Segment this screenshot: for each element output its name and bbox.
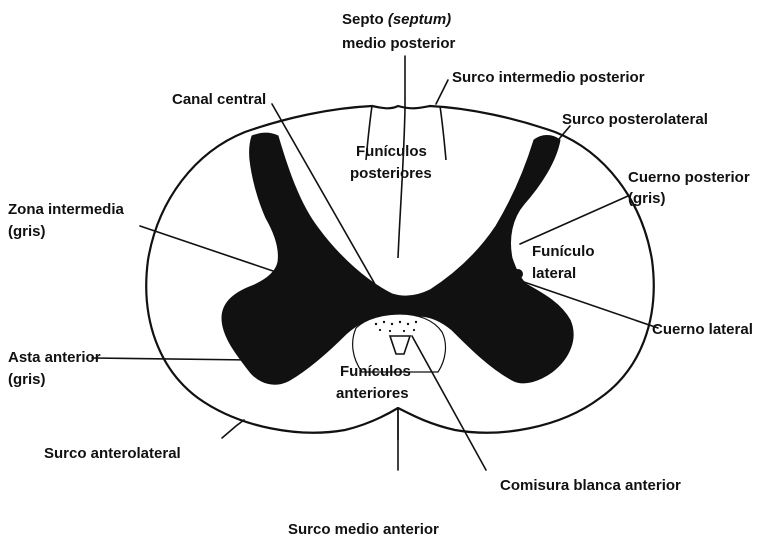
label-septo-line2: medio posterior: [342, 35, 456, 52]
leader-surco-anterolateral: [222, 420, 244, 438]
label-canal-central: Canal central: [172, 91, 266, 108]
label-funiculo-lateral-2: lateral: [532, 265, 576, 282]
label-funiculos-anteriores-1: Funículos: [340, 363, 411, 380]
label-cuerno-lateral: Cuerno lateral: [652, 321, 753, 338]
label-funiculos-posteriores-1: Funículos: [356, 143, 427, 160]
label-surco-posterolateral: Surco posterolateral: [562, 111, 708, 128]
label-zona-intermedia-2: (gris): [8, 223, 46, 240]
label-asta-anterior-1: Asta anterior: [8, 349, 101, 366]
label-cuerno-posterior-1: Cuerno posterior: [628, 169, 750, 186]
label-septo-line1: Septo (septum): [342, 11, 451, 28]
label-zona-intermedia-1: Zona intermedia: [8, 201, 125, 218]
label-funiculos-anteriores-2: anteriores: [336, 385, 409, 402]
label-surco-medio-anterior: Surco medio anterior: [288, 521, 439, 538]
label-funiculos-posteriores-2: posteriores: [350, 165, 432, 182]
label-comisura-blanca-anterior: Comisura blanca anterior: [500, 477, 681, 494]
leader-surco-intermedio: [436, 80, 448, 104]
cuerno-lateral-knob: [513, 269, 523, 279]
label-funiculo-lateral-1: Funículo: [532, 243, 595, 260]
label-asta-anterior-2: (gris): [8, 371, 46, 388]
label-surco-anterolateral: Surco anterolateral: [44, 445, 181, 462]
label-cuerno-posterior-2: (gris): [628, 190, 666, 207]
label-surco-intermedio-posterior: Surco intermedio posterior: [452, 69, 645, 86]
